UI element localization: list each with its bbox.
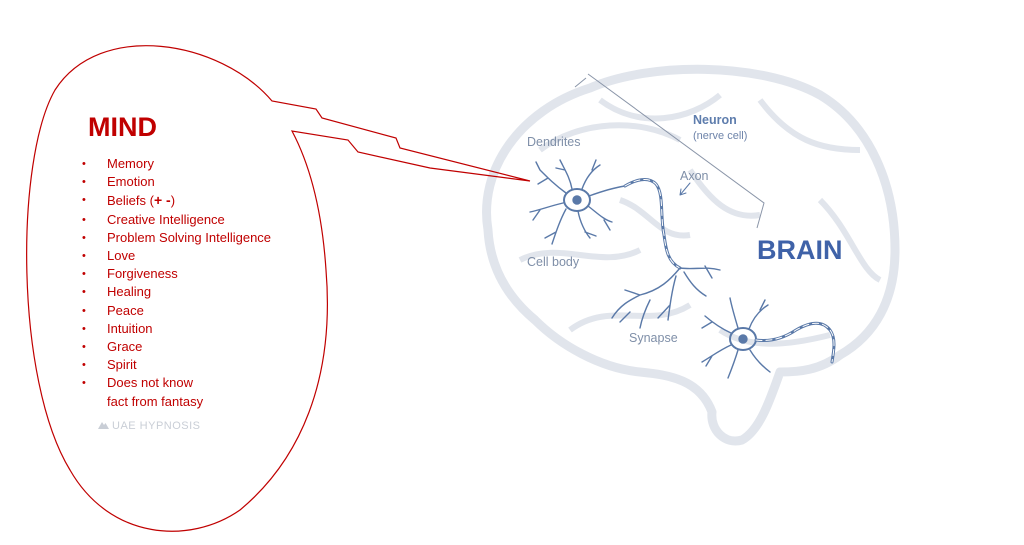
beliefs-label: Beliefs ( — [107, 193, 154, 209]
nucleus-shape — [572, 195, 582, 205]
label-neuron-sub: (nerve cell) — [693, 130, 747, 142]
mind-item-love: Love — [80, 247, 310, 265]
neuron-bracket-tick — [574, 77, 587, 88]
watermark: UAE HYPNOSIS — [98, 420, 201, 432]
mind-item-problem-solving: Problem Solving Intelligence — [80, 229, 310, 247]
mind-list: Memory Emotion Beliefs (+ -) Creative In… — [80, 155, 310, 411]
mind-item-memory: Memory — [80, 155, 310, 173]
label-dendrites: Dendrites — [527, 135, 581, 149]
label-neuron: Neuron — [693, 113, 737, 127]
fact-fantasy-line2: fact from fantasy — [107, 393, 204, 409]
neuron-bracket — [587, 73, 765, 229]
mind-item-emotion: Emotion — [80, 173, 310, 191]
beliefs-close: ) — [170, 193, 176, 209]
mind-bubble — [26, 45, 531, 532]
label-cell-body: Cell body — [527, 255, 580, 269]
watermark-text: UAE HYPNOSIS — [112, 420, 201, 432]
mind-item-healing: Healing — [80, 283, 310, 301]
mind-item-peace: Peace — [80, 302, 310, 320]
mind-title: MIND — [88, 112, 157, 142]
mind-item-spirit: Spirit — [80, 356, 310, 374]
fact-fantasy-line1: Does not know — [107, 375, 193, 391]
mind-item-forgiveness: Forgiveness — [80, 265, 310, 283]
brain-outline — [482, 64, 900, 446]
label-axon: Axon — [680, 169, 709, 183]
mind-item-grace: Grace — [80, 338, 310, 356]
mind-item-creative-intelligence: Creative Intelligence — [80, 211, 310, 229]
beliefs-signs: + - — [153, 192, 171, 209]
neuron-drawing — [529, 159, 836, 379]
mind-item-intuition: Intuition — [80, 320, 310, 338]
brain-title: BRAIN — [757, 235, 843, 265]
mind-item-fact-fantasy: Does not know fact from fantasy — [80, 374, 310, 410]
cell-body-shape — [563, 188, 591, 212]
mind-item-beliefs: Beliefs (+ -) — [80, 191, 310, 210]
label-synapse: Synapse — [629, 331, 678, 345]
mountain-logo-icon — [98, 420, 109, 432]
